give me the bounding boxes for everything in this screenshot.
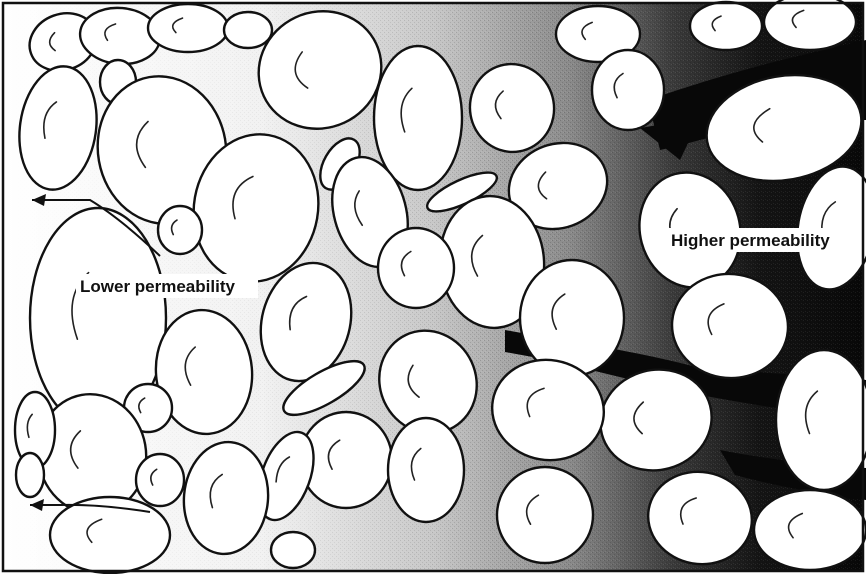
- grain-outline: [378, 228, 454, 308]
- sand-grain: [148, 4, 228, 52]
- grain-outline: [136, 454, 184, 506]
- grain-outline: [497, 467, 593, 563]
- sand-grain: [497, 467, 593, 563]
- sand-grain: [690, 2, 762, 50]
- grain-outline: [592, 50, 664, 130]
- sand-grain: [592, 50, 664, 130]
- sand-grain: [158, 206, 202, 254]
- grain-outline: [50, 497, 170, 573]
- sand-grain: [136, 454, 184, 506]
- sand-grain: [224, 12, 272, 48]
- grain-outline: [388, 418, 464, 522]
- grain-outline: [148, 4, 228, 52]
- sand-grain: [764, 0, 856, 50]
- sand-grain: [271, 532, 315, 568]
- sand-grain: [378, 228, 454, 308]
- sand-grain: [50, 497, 170, 573]
- label-lower-group: Lower permeability: [76, 274, 258, 298]
- sand-grain: [16, 453, 44, 497]
- label-lower-permeability: Lower permeability: [80, 277, 235, 296]
- sand-grain: [754, 490, 866, 570]
- grain-outline: [764, 0, 856, 50]
- sand-grain: [776, 350, 866, 490]
- grain-outline: [754, 490, 866, 570]
- grain-outline: [776, 350, 866, 490]
- grain-outline: [271, 532, 315, 568]
- grain-outline: [224, 12, 272, 48]
- grain-outline: [16, 453, 44, 497]
- grain-outline: [690, 2, 762, 50]
- grain-outline: [520, 260, 624, 376]
- sand-grain: [520, 260, 624, 376]
- label-higher-permeability: Higher permeability: [671, 231, 830, 250]
- grain-outline: [158, 206, 202, 254]
- label-higher-group: Higher permeability: [667, 228, 858, 252]
- sand-grain: [388, 418, 464, 522]
